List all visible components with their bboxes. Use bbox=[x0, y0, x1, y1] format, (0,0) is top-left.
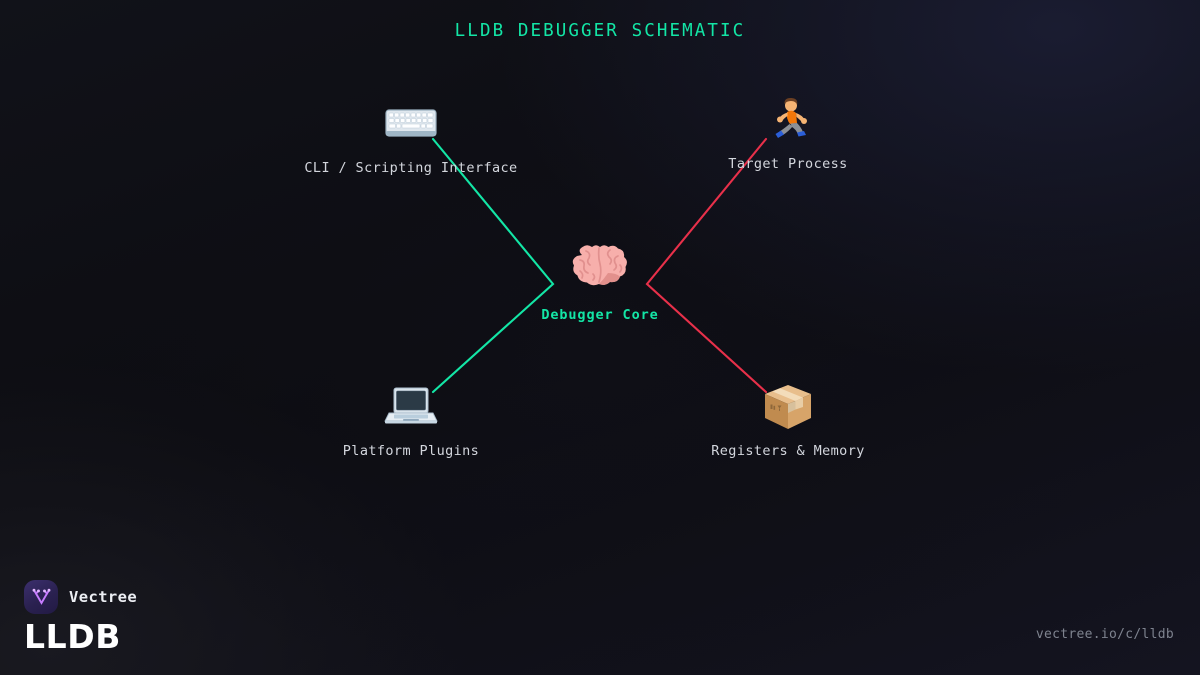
page-title: LLDB DEBUGGER SCHEMATIC bbox=[454, 21, 746, 41]
node-platform-plugins[interactable]: Platform Plugins bbox=[281, 383, 541, 459]
node-label: Target Process bbox=[728, 156, 848, 172]
laptop-icon bbox=[281, 383, 541, 431]
brand-page-title: LLDB bbox=[24, 617, 122, 657]
node-debugger-core[interactable]: Debugger Core bbox=[470, 243, 730, 323]
node-cli-scripting-interface[interactable]: CLI / Scripting Interface bbox=[281, 100, 541, 176]
node-label: Debugger Core bbox=[541, 307, 659, 323]
brand-block: Vectree LLDB bbox=[24, 580, 137, 655]
package-box-icon bbox=[658, 383, 918, 431]
brand-name: Vectree bbox=[69, 588, 138, 607]
vectree-logo-icon bbox=[24, 580, 58, 615]
node-target-process[interactable]: Target Process bbox=[658, 96, 918, 172]
node-registers-and-memory[interactable]: Registers & Memory bbox=[658, 383, 918, 459]
keyboard-icon bbox=[281, 100, 541, 148]
running-person-icon bbox=[658, 96, 918, 144]
brain-icon bbox=[470, 243, 730, 291]
node-label: Registers & Memory bbox=[711, 443, 865, 459]
brand-row: Vectree bbox=[24, 580, 138, 615]
node-label: Platform Plugins bbox=[342, 443, 480, 459]
node-label: CLI / Scripting Interface bbox=[304, 160, 518, 176]
footer-url: vectree.io/c/lldb bbox=[1035, 627, 1174, 642]
